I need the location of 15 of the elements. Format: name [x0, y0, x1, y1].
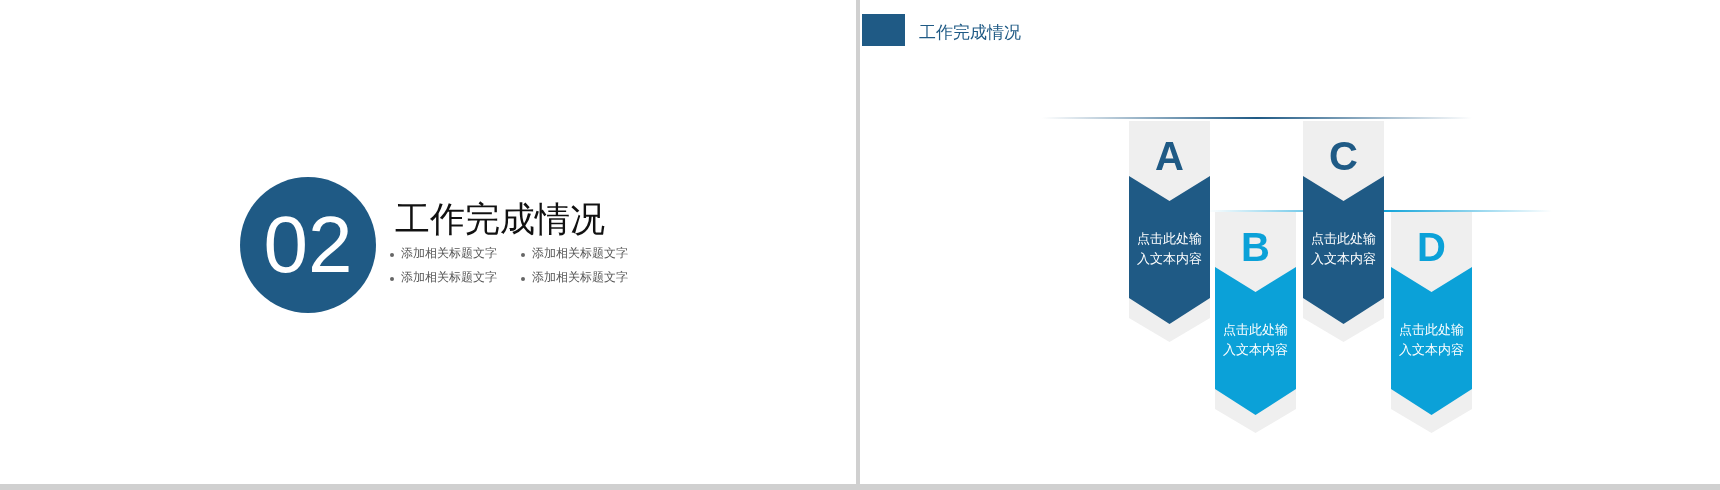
ribbon-text: 点击此处输入文本内容 [1136, 230, 1203, 268]
slide-title: 工作完成情况 [919, 22, 1021, 43]
bullet-text: 添加相关标题文字 [401, 246, 497, 261]
ribbon-letter: B [1240, 226, 1271, 268]
ribbon-text: 点击此处输入文本内容 [1310, 230, 1377, 268]
ribbon-letter: D [1416, 226, 1447, 268]
section-number: 02 [263, 205, 353, 285]
slide-title: 工作完成情况 [395, 198, 605, 240]
ribbon-letter: A [1154, 135, 1185, 177]
bullet-text: 添加相关标题文字 [401, 270, 497, 285]
ribbon-text: 点击此处输入文本内容 [1222, 321, 1289, 359]
bullet-text: 添加相关标题文字 [532, 246, 628, 261]
ribbon-text: 点击此处输入文本内容 [1398, 321, 1465, 359]
ribbon-letter: C [1328, 135, 1359, 177]
bullet-text: 添加相关标题文字 [532, 270, 628, 285]
